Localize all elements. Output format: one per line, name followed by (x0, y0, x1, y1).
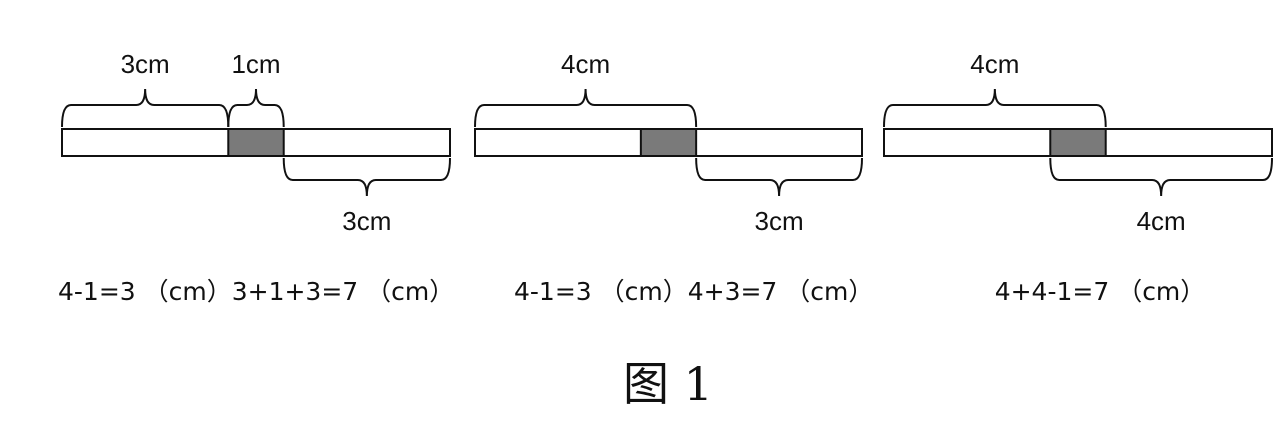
brace-bottom (695, 157, 863, 197)
brace-label: 1cm (231, 49, 280, 79)
equation: 4+4-1=7 （cm） (995, 277, 1206, 306)
brace-label: 4cm (561, 49, 610, 79)
brace-bottom (282, 157, 451, 197)
brace-label: 4cm (1137, 206, 1186, 236)
brace-label: 3cm (342, 206, 391, 236)
overlap-segment (639, 128, 698, 157)
equation: 4-1=3 （cm）4+3=7 （cm） (514, 277, 873, 306)
equation: 4-1=3 （cm）3+1+3=7 （cm） (58, 277, 454, 306)
panel-3: 4cm 4cm 4+4-1=7 （cm） (883, 49, 1273, 306)
brace-label: 3cm (121, 49, 170, 79)
brace-label: 4cm (970, 49, 1019, 79)
brace-bottom (1049, 157, 1273, 197)
brace-label: 3cm (755, 206, 804, 236)
panel-2: 4cm 3cm 4-1=3 （cm）4+3=7 （cm） (474, 49, 873, 306)
brace-top (474, 88, 698, 128)
overlap-segment (227, 128, 285, 157)
brace-top (227, 88, 285, 128)
brace-top (883, 88, 1107, 128)
figure-caption: 图 1 (623, 357, 713, 411)
panel-1: 3cm 1cm 3cm 4-1=3 （cm）3+1+3=7 （cm） (58, 49, 454, 306)
overlap-segment (1049, 128, 1107, 157)
panels: 3cm 1cm 3cm 4-1=3 （cm）3+1+3=7 （cm） 4cm 3cm 4-1… (58, 49, 1273, 306)
brace-top (61, 88, 230, 128)
